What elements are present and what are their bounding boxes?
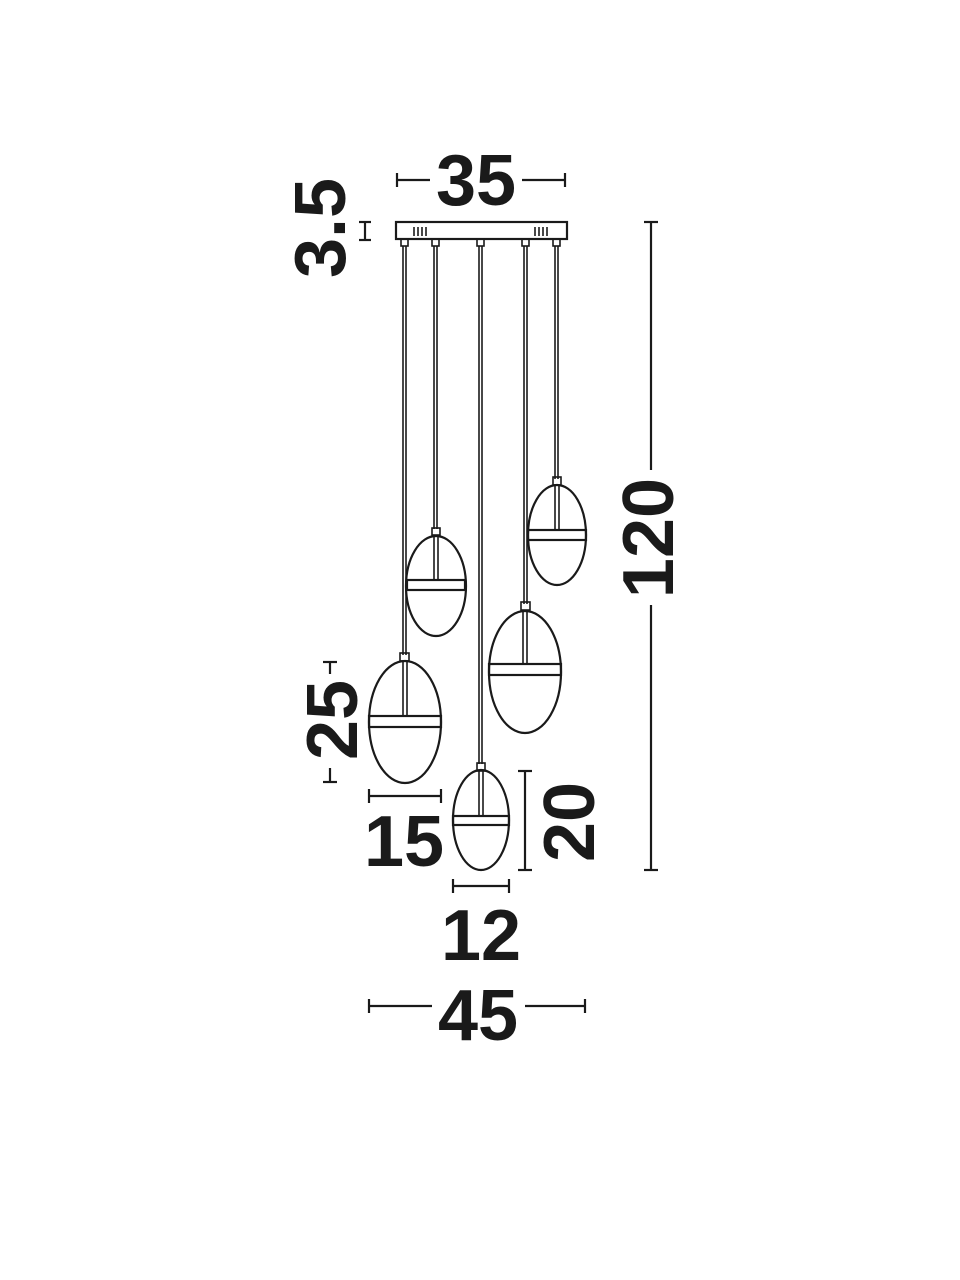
canopy-height-label: 3.5 (281, 178, 361, 278)
canopy-length-label: 35 (436, 141, 516, 221)
pendant-mid-right (487, 601, 563, 735)
pendant-mid-left (404, 527, 468, 638)
dimension-canopy-length: 35 (395, 141, 567, 221)
dimension-small-pendant-width: 12 (441, 879, 521, 976)
dimension-total-height: 120 (609, 220, 689, 872)
dimension-small-pendant-height: 20 (518, 769, 610, 872)
overall-width-label: 45 (438, 976, 518, 1056)
total-height-label: 120 (609, 478, 689, 598)
small-pendant-width-label: 12 (441, 896, 521, 976)
small-pendant-height-label: 20 (530, 782, 610, 862)
pendant-large-left (367, 652, 443, 785)
pendant-center-bottom (451, 762, 511, 872)
dimension-large-pendant-height: 25 (293, 660, 373, 784)
large-pendant-width-label: 15 (364, 802, 444, 882)
pendant-top-right (526, 476, 588, 587)
dimension-canopy-height: 3.5 (281, 178, 371, 278)
suspension-cables (402, 246, 559, 764)
large-pendant-height-label: 25 (293, 680, 373, 760)
dimension-large-pendant-width: 15 (364, 789, 444, 882)
ceiling-canopy (394, 220, 569, 247)
dimension-overall-width: 45 (367, 976, 587, 1056)
